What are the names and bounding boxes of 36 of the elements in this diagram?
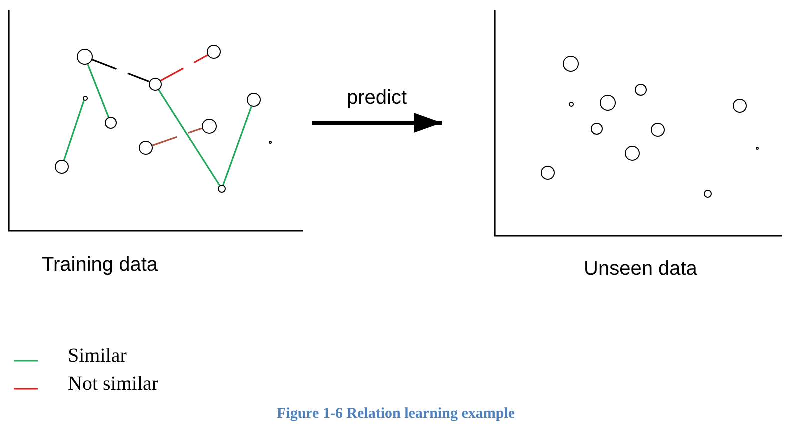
legend-label: Similar — [68, 345, 127, 368]
data-point-circle — [218, 185, 226, 193]
data-point-circle — [651, 123, 665, 137]
data-point-circle — [139, 141, 153, 155]
edge-label: predict — [345, 87, 410, 110]
data-point-circle — [202, 118, 216, 134]
connector-line — [158, 89, 221, 186]
data-point-circle — [268, 140, 272, 144]
connector-line — [160, 54, 208, 82]
data-point-circle — [624, 146, 640, 160]
connector-line — [152, 128, 202, 146]
data-point-circle — [568, 102, 574, 106]
data-point-circle — [148, 78, 162, 90]
data-point-circle — [635, 84, 647, 96]
data-point-circle — [82, 96, 88, 100]
data-point-circle — [55, 160, 69, 174]
data-point-circle — [756, 146, 758, 150]
data-point-circle — [105, 117, 117, 129]
data-point-circle — [77, 49, 93, 65]
figure-caption: Figure 1-6 Relation learning example — [276, 406, 516, 423]
data-point-circle — [207, 45, 221, 59]
data-point-circle — [541, 166, 555, 180]
connector-line — [87, 64, 110, 118]
data-point-circle — [600, 95, 616, 111]
plot-title: Unseen data — [584, 258, 698, 281]
connector-line — [63, 100, 85, 161]
data-point-circle — [591, 123, 603, 135]
data-point-circle — [733, 99, 747, 113]
plot-title: Training data — [42, 254, 158, 277]
arrow — [312, 113, 442, 133]
data-point-circle — [247, 93, 261, 107]
connector-line — [92, 59, 150, 82]
legend-label: Not similar — [68, 373, 159, 396]
data-point-circle — [704, 190, 712, 198]
connector-line — [222, 106, 252, 186]
data-point-circle — [563, 56, 579, 72]
